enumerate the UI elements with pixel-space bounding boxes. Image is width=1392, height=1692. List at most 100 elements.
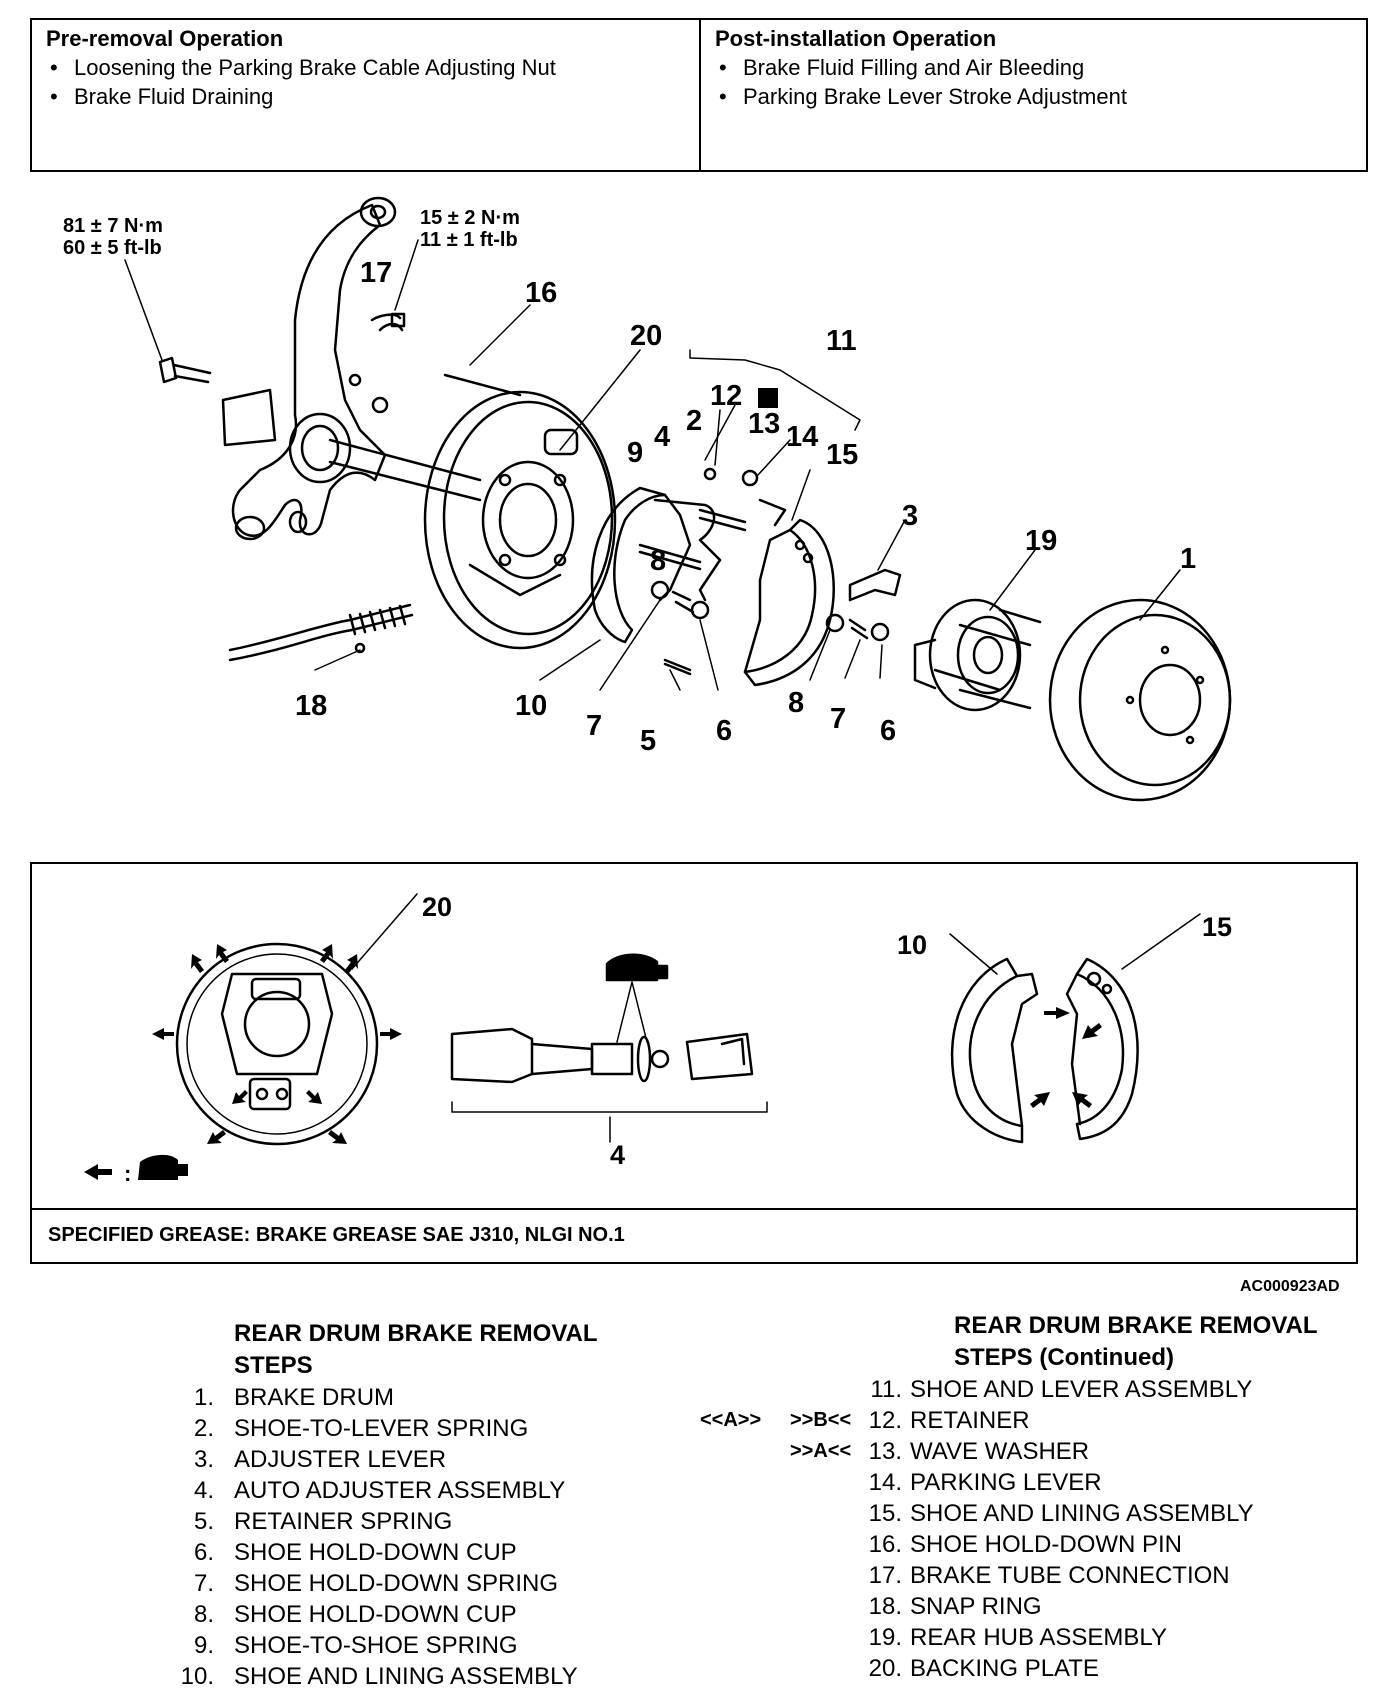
step-label: BACKING PLATE — [910, 1655, 1099, 1682]
pre-removal-list: Loosening the Parking Brake Cable Adjust… — [46, 53, 685, 111]
spring-assemblies-drawing — [638, 467, 787, 676]
detail-callout-4: 4 — [610, 1140, 625, 1170]
shoes-detail-drawing — [950, 957, 1139, 1144]
callout-20: 20 — [630, 320, 662, 352]
step-number: 14. — [868, 1469, 902, 1496]
post-installation-item: Parking Brake Lever Stroke Adjustment — [715, 82, 1352, 111]
step-number: 13. — [868, 1438, 902, 1465]
callout-numbers: 1 2 3 4 5 6 7 8 9 10 11 12 13 14 15 16 1… — [295, 257, 1196, 757]
step-number: 11. — [870, 1376, 902, 1403]
step-number: 9. — [193, 1632, 214, 1659]
callout-13: 13 — [748, 408, 780, 440]
step-label: SHOE AND LINING ASSEMBLY — [234, 1663, 578, 1690]
callout-17: 17 — [360, 257, 392, 289]
grease-detail-diagram: : — [84, 892, 1232, 1186]
grease-detail-box: : — [30, 862, 1358, 1264]
backing-plate-drawing — [423, 390, 617, 650]
step-row: 5.RETAINER SPRING — [170, 1506, 730, 1537]
step-row: 10. SHOE AND LINING ASSEMBLY — [170, 1661, 730, 1692]
leader-10-detail — [949, 933, 998, 975]
brake-drum-drawing — [1048, 598, 1232, 802]
callout-7a: 7 — [586, 710, 602, 742]
step-row: 14. PARKING LEVER — [700, 1467, 1360, 1498]
callout-7b: 7 — [830, 703, 846, 735]
step-label: SNAP RING — [910, 1593, 1042, 1620]
step-number: 8. — [193, 1601, 214, 1628]
new-part-marker — [758, 388, 778, 408]
step-number: 1. — [193, 1384, 214, 1411]
hold-down-pin-drawing — [443, 373, 522, 397]
step-row: 20.BACKING PLATE — [700, 1653, 1360, 1684]
step-label: SHOE HOLD-DOWN CUP — [234, 1601, 517, 1628]
callout-16: 16 — [525, 277, 557, 309]
adjuster-lever-drawing — [848, 568, 902, 602]
pre-removal-title: Pre-removal Operation — [46, 26, 284, 51]
step-number: 16. — [868, 1531, 902, 1558]
callout-3: 3 — [902, 500, 918, 532]
step-row: 17.BRAKE TUBE CONNECTION — [700, 1560, 1360, 1591]
step-row: >>A<<13.WAVE WASHER — [700, 1436, 1360, 1467]
callout-6b: 6 — [880, 715, 896, 747]
step-ref-b: >>B<< — [790, 1409, 852, 1431]
step-row: 3. ADJUSTER LEVER — [170, 1444, 730, 1475]
detail-callouts: 20 4 10 15 — [422, 892, 1232, 1170]
grease-legend-colon: : — [124, 1161, 131, 1186]
shoe-10-drawing — [590, 486, 692, 644]
step-number: 6. — [193, 1539, 214, 1566]
shoe-15-drawing — [743, 518, 835, 687]
callout-10: 10 — [515, 690, 547, 722]
step-label: RETAINER — [910, 1407, 1030, 1434]
post-installation-column: Post-installation Operation Brake Fluid … — [699, 20, 1366, 170]
step-number: 18. — [868, 1593, 902, 1620]
step-row: 6.SHOE HOLD-DOWN CUP — [170, 1537, 730, 1568]
new-part-mark: N — [761, 390, 773, 409]
callout-2: 2 — [686, 405, 702, 437]
callout-11: 11 — [826, 325, 857, 357]
callout-15: 15 — [826, 439, 858, 471]
leader-20-detail — [351, 893, 418, 970]
grease-arrows-shoes — [1030, 1007, 1102, 1108]
auto-adjuster-detail-drawing — [450, 953, 768, 1143]
steps-title-left-line1: REAR DRUM BRAKE REMOVAL — [234, 1320, 598, 1347]
steps-title-right: REAR DRUM BRAKE REMOVAL STEPS (Continued… — [700, 1310, 1360, 1374]
callout-8b: 8 — [788, 687, 804, 719]
exploded-view-diagram: N 81 ± 7 N·m 60 ± 5 ft-lb 15 ± 2 N·m 11 … — [63, 196, 1232, 802]
step-row: 1. BRAKE DRUM — [170, 1382, 730, 1413]
grease-specification: SPECIFIED GREASE: BRAKE GREASE SAE J310,… — [32, 1208, 1356, 1262]
bolt-torque-ftlb: 60 ± 5 ft-lb — [63, 237, 162, 259]
tube-torque-ftlb: 11 ± 1 ft-lb — [420, 229, 518, 251]
callout-4: 4 — [654, 421, 670, 453]
step-label: SHOE-TO-LEVER SPRING — [234, 1415, 529, 1442]
steps-title-left: REAR DRUM BRAKE REMOVAL STEPS — [170, 1318, 730, 1382]
step-number: 7. — [193, 1570, 214, 1597]
step-row: 9. SHOE-TO-SHOE SPRING — [170, 1630, 730, 1661]
step-row: 18. SNAP RING — [700, 1591, 1360, 1622]
step-label: BRAKE TUBE CONNECTION — [910, 1562, 1230, 1589]
step-row: 2.SHOE-TO-LEVER SPRING — [170, 1413, 730, 1444]
step-ref-b: >>A<< — [790, 1440, 852, 1462]
post-installation-title: Post-installation Operation — [715, 26, 997, 51]
step-label: BRAKE DRUM — [234, 1384, 395, 1411]
step-row: 15.SHOE AND LINING ASSEMBLY — [700, 1498, 1360, 1529]
pre-removal-column: Pre-removal Operation Loosening the Park… — [32, 20, 699, 170]
step-label: SHOE-TO-SHOE SPRING — [234, 1632, 518, 1659]
step-row: <<A>>>>B<<12.RETAINER — [700, 1405, 1360, 1436]
step-label: ADJUSTER LEVER — [234, 1446, 447, 1473]
detail-callout-20: 20 — [422, 892, 452, 922]
callout-5: 5 — [640, 725, 656, 757]
post-installation-item: Brake Fluid Filling and Air Bleeding — [715, 53, 1352, 82]
callout-18: 18 — [295, 690, 327, 722]
step-row: 19.REAR HUB ASSEMBLY — [700, 1622, 1360, 1653]
step-number: 10. — [180, 1663, 214, 1690]
torque-labels: 81 ± 7 N·m 60 ± 5 ft-lb 15 ± 2 N·m 11 ± … — [63, 207, 520, 259]
bolt-torque-nm: 81 ± 7 N·m — [63, 215, 163, 237]
callout-19: 19 — [1025, 525, 1057, 557]
step-label: PARKING LEVER — [910, 1469, 1102, 1496]
steps-title-right-line1: REAR DRUM BRAKE REMOVAL — [954, 1312, 1318, 1339]
step-number: 3. — [193, 1446, 214, 1473]
knuckle-drawing — [221, 196, 482, 541]
pre-removal-item: Loosening the Parking Brake Cable Adjust… — [46, 53, 685, 82]
step-number: 5. — [193, 1508, 214, 1535]
removal-steps-left: REAR DRUM BRAKE REMOVAL STEPS 1. BRAKE DR… — [170, 1318, 730, 1692]
